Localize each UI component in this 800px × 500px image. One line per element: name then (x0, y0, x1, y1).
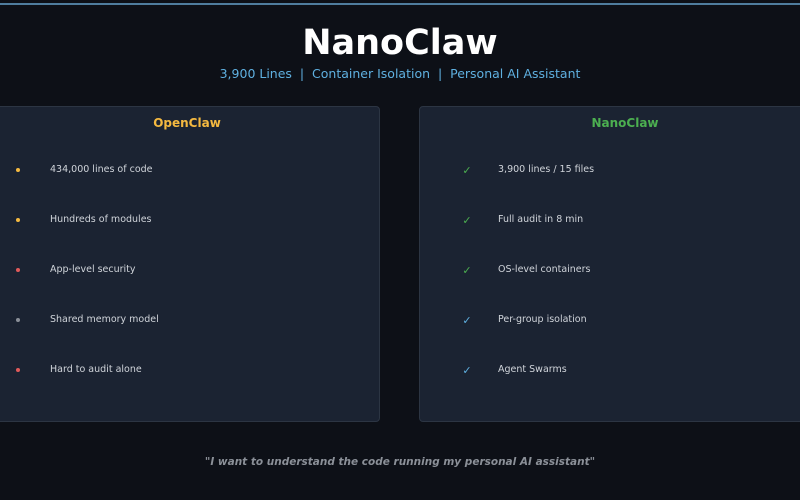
openclaw-card-title: OpenClaw (153, 116, 221, 130)
checkmark-icon: ✓ (462, 213, 472, 227)
bullet-dot (16, 268, 20, 272)
bullet-icon (12, 262, 24, 278)
bullet-icon (12, 312, 24, 328)
nanoclaw-item-label: Agent Swarms (498, 364, 567, 375)
nanoclaw-item-label: 3,900 lines / 15 files (498, 164, 595, 175)
checkmark-icon: ✓ (462, 163, 472, 177)
page-subtitle: 3,900 Lines | Container Isolation | Pers… (219, 66, 581, 81)
nanoclaw-item-label: OS-level containers (498, 264, 591, 275)
bullet-dot (16, 368, 20, 372)
openclaw-item-label: Hard to audit alone (50, 364, 142, 375)
bullet-icon (12, 362, 24, 378)
nanoclaw-item-label: Full audit in 8 min (498, 214, 584, 225)
openclaw-item-label: 434,000 lines of code (50, 164, 153, 175)
nanoclaw-card: NanoClaw ✓ 3,900 lines / 15 files ✓ Full… (419, 106, 800, 422)
page-title: NanoClaw (302, 23, 498, 63)
checkmark-icon: ✓ (462, 313, 472, 327)
footer-quote: "I want to understand the code running m… (204, 456, 596, 468)
checkmark-icon: ✓ (462, 263, 472, 277)
nanoclaw-card-title: NanoClaw (591, 116, 659, 130)
bullet-icon (12, 212, 24, 228)
bullet-dot (16, 168, 20, 172)
checkmark-icon: ✓ (462, 363, 472, 377)
openclaw-item-label: App-level security (50, 264, 136, 275)
bullet-dot (16, 318, 20, 322)
top-accent-line (0, 3, 800, 5)
bullet-dot (16, 218, 20, 222)
openclaw-item-label: Hundreds of modules (50, 214, 152, 225)
nanoclaw-item-label: Per-group isolation (498, 314, 587, 325)
openclaw-card: OpenClaw 434,000 lines of code Hundreds … (0, 106, 380, 422)
bullet-icon (12, 162, 24, 178)
openclaw-item-label: Shared memory model (50, 314, 159, 325)
